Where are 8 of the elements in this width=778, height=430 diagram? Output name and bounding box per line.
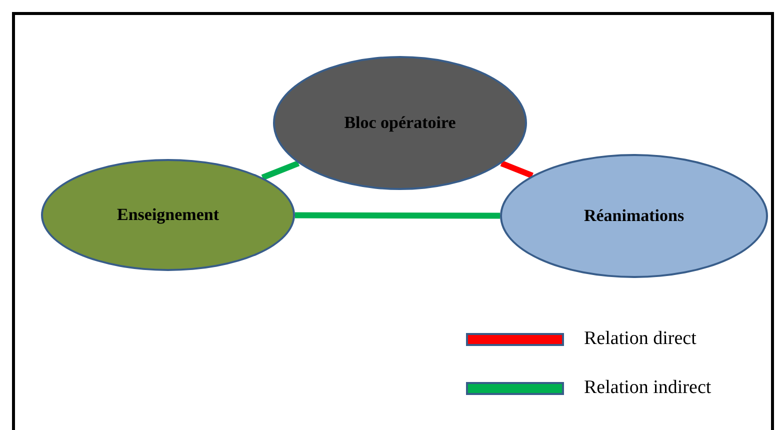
legend-label: Relation direct [584, 327, 696, 351]
connector-line [295, 212, 500, 219]
node-label: Enseignement [117, 204, 219, 226]
connector-line [261, 160, 300, 180]
node-label: Bloc opératoire [344, 112, 456, 134]
node-label: Réanimations [584, 205, 684, 228]
legend-label: Relation indirect [584, 376, 712, 400]
connector-line [500, 160, 534, 178]
